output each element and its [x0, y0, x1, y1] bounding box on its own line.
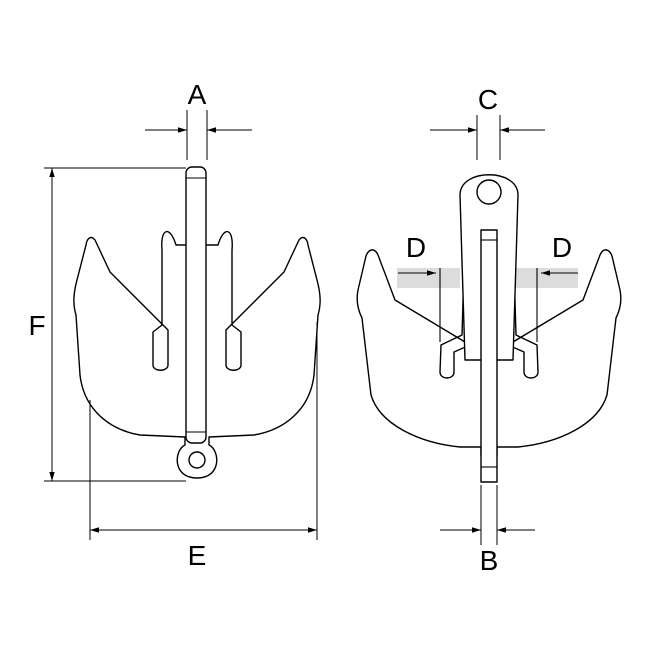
anchor-side-shank	[480, 229, 498, 483]
anchor-side-eye	[476, 179, 502, 205]
dim-d-left-label: D	[406, 232, 426, 263]
dim-d-right-label: D	[552, 232, 572, 263]
dim-c-label: C	[478, 84, 498, 115]
section-band-right	[515, 268, 578, 288]
anchor-front-view: A F E	[28, 79, 321, 571]
anchor-front-eye	[188, 451, 206, 469]
dim-e-label: E	[188, 540, 207, 571]
section-band-left	[397, 268, 460, 288]
anchor-side-view: C D D B	[356, 84, 622, 576]
anchor-front-shank	[185, 166, 207, 444]
dim-b-label: B	[480, 545, 499, 576]
dim-a-label: A	[188, 79, 207, 110]
dim-f-label: F	[28, 310, 45, 341]
